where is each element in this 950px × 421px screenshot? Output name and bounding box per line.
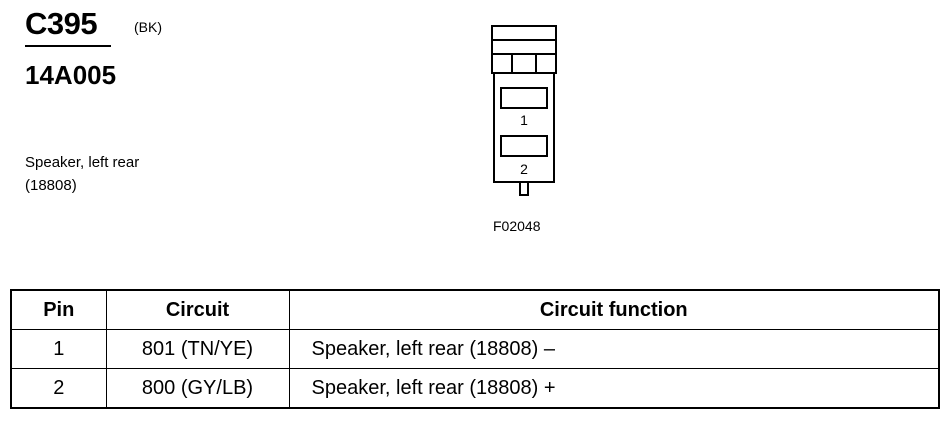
connector-id: C395 [25,6,98,41]
table-row: 1 801 (TN/YE) Speaker, left rear (18808)… [10,329,940,369]
connector-face-diagram: 1 2 [491,25,557,196]
cell-circuit: 801 (TN/YE) [105,329,290,369]
cell-pin: 2 [10,368,107,409]
table-header-row: Pin Circuit Circuit function [10,289,940,330]
connector-key [519,181,529,196]
pin-1-cavity [500,87,548,109]
pin-2-cavity [500,135,548,157]
cell-pin: 1 [10,329,107,369]
component-name: Speaker, left rear [25,154,140,171]
connector-lock-tab [491,25,557,74]
table-row: 2 800 (GY/LB) Speaker, left rear (18808)… [10,368,940,409]
connector-id-underline [25,45,111,47]
component-code: (18808) [25,177,77,194]
part-number: 14A005 [25,60,117,90]
cell-circuit-function: Speaker, left rear (18808) – [288,329,940,369]
header-circuit: Circuit [105,289,290,330]
header-pin: Pin [10,289,107,330]
pin-1-label: 1 [520,112,528,128]
pin-2-label: 2 [520,161,528,177]
connector-color: (BK) [134,19,162,35]
cell-circuit: 800 (GY/LB) [105,368,290,409]
header-circuit-function: Circuit function [288,289,940,330]
pinout-table: Pin Circuit Circuit function 1 801 (TN/Y… [10,289,940,409]
cell-circuit-function: Speaker, left rear (18808) + [288,368,940,409]
figure-id: F02048 [493,218,541,234]
